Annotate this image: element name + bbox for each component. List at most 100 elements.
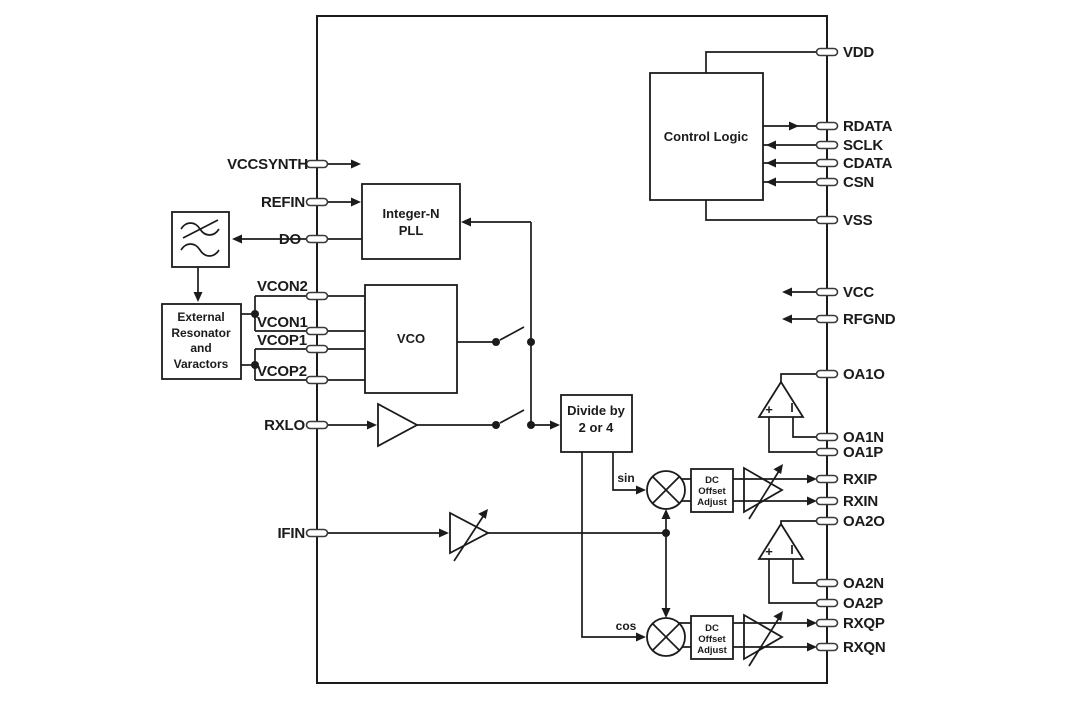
cdata-arrow [766,158,776,168]
block-divider: Divide by 2 or 4 [560,394,633,453]
pin-rdata [815,121,839,131]
wire-oa2o [780,520,818,524]
pin-vcon1 [305,326,329,336]
block-vco: VCO [364,284,458,394]
opamp2-plus: + [765,544,773,559]
pin-cdata [815,158,839,168]
rfgnd-arrow [782,314,792,324]
rxlo-arrow [367,420,377,430]
pin-csn [815,177,839,187]
pin-label-sclk: SCLK [843,137,883,154]
wire-cos [581,452,639,638]
pin-label-ifin: IFIN [277,525,305,542]
pin-label-oa1n: OA1N [843,429,884,446]
pin-oa1n [815,432,839,442]
sin-arrow [636,485,646,495]
wire-sin [612,452,639,491]
wire-oa2p [768,559,818,604]
pin-sclk [815,140,839,150]
q-channel-vga-icon [743,611,784,667]
block-dc-offset-2: DC Offset Adjust [690,615,734,660]
filter-out-arrow [193,292,203,302]
pin-rxqp [815,618,839,628]
pin-vcop1 [305,344,329,354]
pin-labels: VCCSYNTH REFIN DO VCON2 VCON1 VCOP1 VCOP… [227,44,896,656]
wire-oa2n [792,559,818,584]
pin-label-vcop2: VCOP2 [257,363,307,380]
mixer-cos-icon [646,617,686,657]
vccsynth-arrow [351,159,361,169]
pin-rxqn [815,642,839,652]
pin-label-vss: VSS [843,212,873,229]
pin-rxip [815,474,839,484]
if-down-arrow [661,608,671,618]
divider-label-line1: Divide by [567,403,626,418]
pin-pads [305,47,839,652]
pin-oa2p [815,598,839,608]
svg-text:and: and [190,341,211,355]
svg-text:DC: DC [705,475,719,486]
pin-label-rxin: RXIN [843,493,878,510]
pin-oa1p [815,447,839,457]
wire-vss [705,200,818,221]
mixer-sin-icon [646,470,686,510]
pin-label-rdata: RDATA [843,118,893,135]
pin-label-oa2p: OA2P [843,595,883,612]
pin-label-vcon2: VCON2 [257,278,308,295]
junction-dots [251,310,670,537]
pin-vcon2 [305,291,329,301]
pin-label-oa2n: OA2N [843,575,884,592]
cos-label: cos [616,619,637,633]
svg-text:Offset: Offset [698,634,726,645]
pin-label-oa2o: OA2O [843,513,885,530]
svg-text:Resonator: Resonator [171,326,231,340]
svg-text:DC: DC [705,623,719,634]
pin-vcc [815,287,839,297]
pin-oa1o [815,369,839,379]
pin-rxin [815,496,839,506]
opamp-1-icon: + [757,380,805,418]
pin-label-do: DO [279,231,302,248]
if-up-arrow [661,509,671,519]
svg-text:Adjust: Adjust [697,497,727,508]
pin-label-oa1p: OA1P [843,444,883,461]
pin-vdd [815,47,839,57]
wire-oa1o [780,373,818,382]
refin-arrow [351,197,361,207]
block-dc-offset-1: DC Offset Adjust [690,468,734,513]
csn-arrow [766,177,776,187]
pin-label-rxqn: RXQN [843,639,886,656]
pin-label-rxip: RXIP [843,471,877,488]
pin-label-vcop1: VCOP1 [257,332,307,349]
pin-refin [305,197,329,207]
rxin-arrow [807,496,817,506]
block-integer-n-pll: Integer-N PLL [361,183,461,260]
pin-label-oa1o: OA1O [843,366,885,383]
wire-vdd [705,51,818,73]
sclk-arrow [766,140,776,150]
divider-in-arrow [550,420,560,430]
rxqp-arrow [807,618,817,628]
rxqn-arrow [807,642,817,652]
if-vga-icon [449,509,490,562]
pin-do [305,234,329,244]
wire-oa1n [792,417,818,438]
pin-vcop2 [305,375,329,385]
wire-oa1p [768,417,818,453]
opamp1-plus: + [765,402,773,417]
i-channel-vga-icon [743,464,784,520]
block-control-logic: Control Logic [649,72,764,201]
pin-oa2n [815,578,839,588]
pin-rxlo [305,420,329,430]
rxlo-buffer-amp-icon [377,402,419,448]
pin-label-rxlo: RXLO [264,417,305,434]
opamp-2-icon: + [757,522,805,560]
rdata-arrow [789,121,799,131]
switch2-blade [499,409,525,424]
pin-label-refin: REFIN [261,194,305,211]
svg-text:Adjust: Adjust [697,645,727,656]
pll-label-line2: PLL [399,223,424,238]
pin-oa2o [815,516,839,526]
